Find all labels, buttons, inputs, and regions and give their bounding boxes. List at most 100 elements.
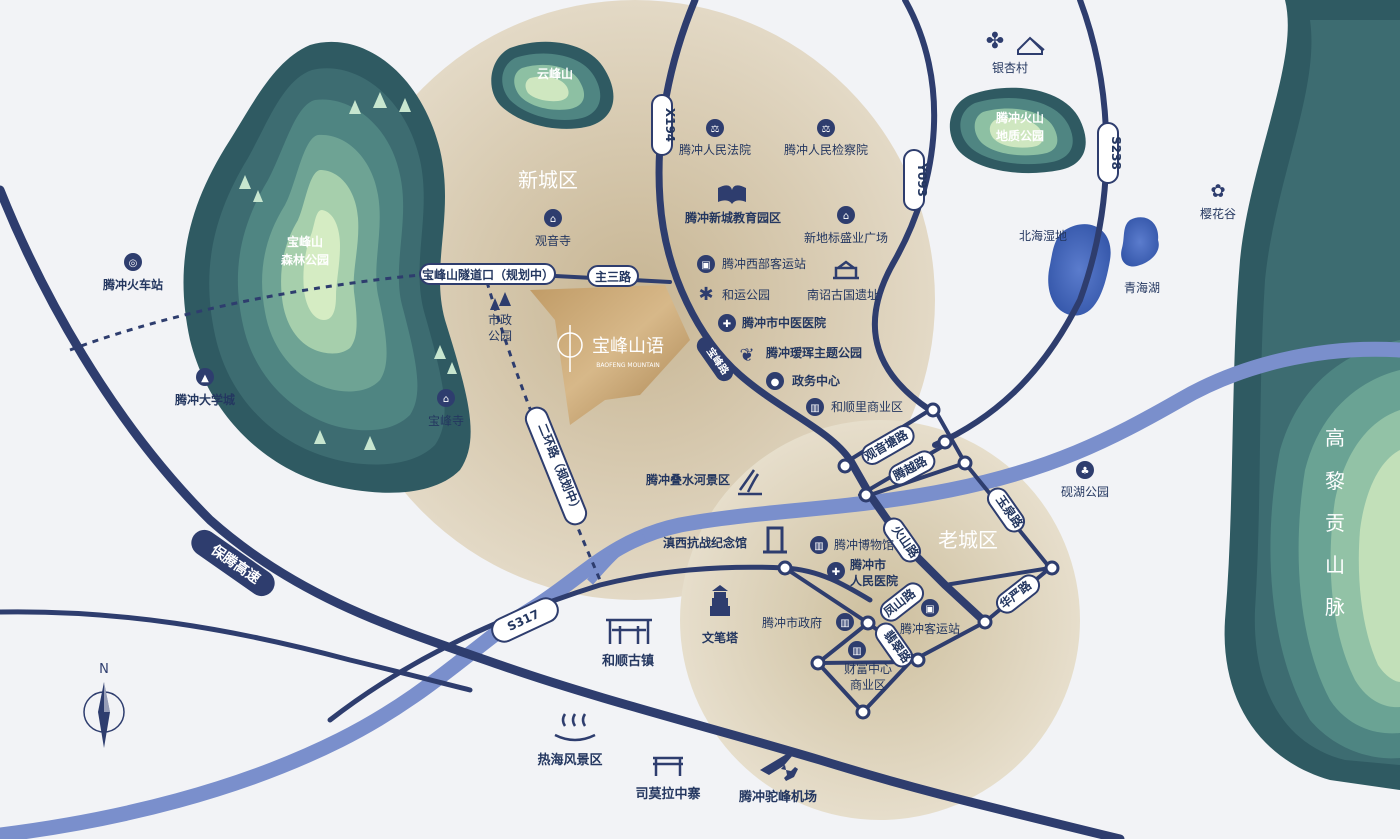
compass: N (83, 662, 125, 748)
project-subtitle: BAOFENG MOUNTAIN (596, 362, 659, 369)
svg-text:▣: ▣ (701, 260, 710, 271)
museum-label: 腾冲博物馆 (834, 537, 894, 552)
book-icon (718, 185, 746, 204)
yanhu-label: 砚湖公园 (1061, 484, 1109, 499)
qinghai-lake (1121, 217, 1159, 267)
procuratorate-label: 腾冲人民检察院 (784, 142, 868, 157)
river (0, 341, 1400, 839)
baofeng-temple-icon (437, 389, 455, 407)
gaoligong-char-5: 脉 (1325, 595, 1345, 619)
svg-text:⌂: ⌂ (443, 394, 449, 405)
yunfeng-mountain (491, 41, 614, 129)
baofeng-mountain (183, 41, 471, 493)
airport-label: 腾冲驼峰机场 (738, 789, 817, 805)
sakura-icon: ✿ (1210, 181, 1225, 202)
commerce-icon (806, 398, 824, 416)
gaoligong-char-1: 高 (1325, 426, 1345, 450)
gov-center-icon (766, 372, 784, 390)
heyun-park-label: 和运公园 (722, 288, 770, 302)
aihui-park-label: 腾冲瑷珲主题公园 (765, 345, 862, 360)
edu-park-label: 腾冲新城教育园区 (684, 210, 781, 225)
waterfall-icon (738, 469, 762, 496)
heyun-flower-icon: ✱ (698, 284, 713, 305)
temple-icon (544, 209, 562, 227)
dieshui-label: 腾冲叠水河景区 (645, 472, 730, 487)
x194-shield: X194 (651, 94, 677, 156)
mall-icon (837, 206, 855, 224)
svg-text:Y093: Y093 (915, 162, 929, 197)
municipal-park-label-2: 公园 (488, 329, 512, 343)
gaoligong-char-4: 山 (1325, 553, 1345, 577)
svg-text:◎: ◎ (129, 258, 138, 269)
old-city-zone (680, 420, 1080, 820)
svg-text:宝峰山隧道口（规划中）: 宝峰山隧道口（规划中） (422, 267, 554, 282)
svg-text:▥: ▥ (810, 403, 819, 414)
rehai-label: 热海风景区 (537, 752, 602, 768)
gaoligong-char-2: 黎 (1325, 469, 1345, 493)
svg-text:⚖: ⚖ (822, 124, 831, 135)
svg-text:▣: ▣ (925, 604, 934, 615)
baofeng-name-1: 宝峰山 (287, 234, 323, 249)
people-hospital-icon (827, 562, 845, 580)
heshun-label: 和顺古镇 (602, 653, 654, 669)
gov-label: 腾冲市政府 (762, 615, 822, 630)
svg-text:✚: ✚ (832, 567, 840, 578)
volcano-name-1: 腾冲火山 (995, 110, 1044, 125)
svg-text:✚: ✚ (723, 319, 731, 330)
compass-north: N (99, 662, 109, 677)
svg-text:▥: ▥ (814, 541, 823, 552)
park-icon (490, 292, 511, 310)
baofeng-trees (239, 92, 457, 450)
bus-station-icon (921, 599, 939, 617)
university-label: 腾冲大学城 (174, 392, 235, 407)
aihui-leaf-icon: ❦ (739, 345, 754, 366)
baofeng-name-2: 森林公园 (281, 252, 329, 267)
beihai-wetland-label: 北海湿地 (1019, 228, 1067, 243)
hospital-label-1: 腾冲市 (849, 557, 886, 572)
new-city-name: 新城区 (518, 168, 578, 192)
procuratorate-icon (817, 119, 835, 137)
gaoligong-char-3: 贡 (1325, 511, 1345, 535)
landmark-mall-label: 新地标盛业广场 (804, 230, 888, 245)
zhusan-label: 主三路 (587, 265, 639, 287)
finance-label-2: 商业区 (850, 677, 886, 692)
hospital-icon (718, 314, 736, 332)
qinghai-lake-label: 青海湖 (1124, 280, 1160, 295)
yanhu-icon (1076, 461, 1094, 479)
project-site (530, 285, 690, 425)
svg-text:⌂: ⌂ (550, 214, 556, 225)
svg-text:●: ● (771, 377, 780, 388)
yinxing-label: 银杏村 (992, 61, 1028, 75)
svg-text:S238: S238 (1109, 136, 1123, 170)
svg-text:♣: ♣ (1081, 466, 1090, 477)
bus-station-label: 腾冲客运站 (900, 621, 960, 636)
airplane-icon (760, 752, 798, 781)
svg-text:⚖: ⚖ (711, 124, 720, 135)
old-city-name: 老城区 (938, 528, 998, 552)
nanzhao-icon (833, 260, 859, 280)
gov-icon (836, 613, 854, 631)
svg-text:X194: X194 (663, 108, 677, 142)
finance-label-1: 财富中心 (844, 661, 892, 676)
finance-icon (848, 641, 866, 659)
tcm-hospital-label: 腾冲市中医医院 (741, 315, 826, 330)
baofeng-temple-label: 宝峰寺 (428, 414, 464, 428)
court-icon (706, 119, 724, 137)
guanyin-temple-label: 观音寺 (535, 233, 571, 248)
road-nodes (777, 402, 1060, 720)
house-icon (1017, 36, 1045, 55)
y093-shield: Y093 (903, 149, 929, 211)
wenbi-label: 文笔塔 (702, 630, 739, 645)
nanzhao-label: 南诏古国遗址 (807, 287, 879, 302)
simola-label: 司莫拉中寨 (635, 786, 700, 802)
sakura-label: 樱花谷 (1200, 206, 1236, 221)
memorial-label: 滇西抗战纪念馆 (663, 535, 747, 550)
heshun-gate-icon (606, 618, 652, 644)
gov-center-label: 政务中心 (792, 373, 840, 388)
gaoligong-range (1224, 0, 1400, 790)
tunnel-label: 宝峰山隧道口（规划中） (419, 263, 556, 285)
planned-roads (69, 273, 602, 581)
hospital-label-2: 人民医院 (850, 573, 898, 588)
yunfeng-name: 云峰山 (537, 66, 573, 81)
project-name: 宝峰山语 (592, 336, 664, 357)
